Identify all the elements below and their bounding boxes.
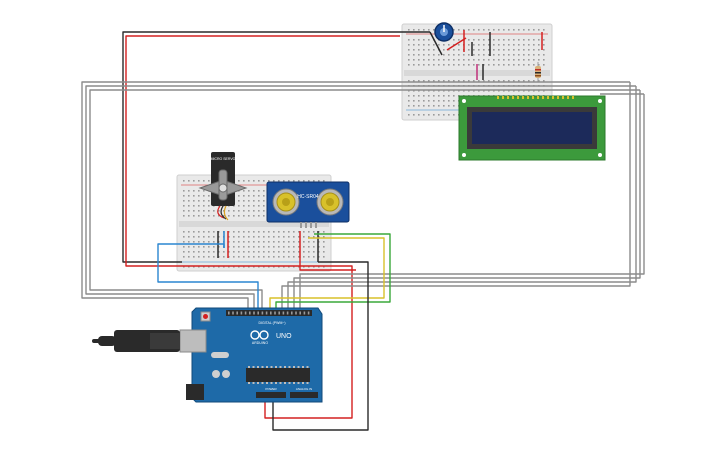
analog-label: ANALOG IN bbox=[296, 387, 312, 391]
power-jack bbox=[186, 384, 204, 400]
usb-connector bbox=[179, 329, 207, 353]
arduino-logo: ARDUINO bbox=[250, 330, 269, 345]
digital-header bbox=[226, 310, 312, 316]
analog-header bbox=[290, 392, 318, 398]
potentiometer[interactable] bbox=[434, 22, 454, 42]
digital-label: DIGITAL (PWM~) bbox=[258, 321, 285, 325]
micro-servo[interactable]: MICRO SERVO bbox=[198, 152, 248, 221]
wires bbox=[81, 31, 645, 431]
ultrasonic-sensor[interactable]: HC-SR04 bbox=[266, 181, 350, 228]
lcd-module[interactable] bbox=[458, 95, 606, 161]
arduino-uno-board[interactable]: DIGITAL (PWM~) ARDUINO UNO POWER ANALOG … bbox=[179, 307, 323, 403]
sensor-pins bbox=[300, 222, 317, 228]
atmega-chip bbox=[246, 368, 310, 382]
power-label: POWER bbox=[265, 387, 277, 391]
servo-label-text: MICRO SERVO bbox=[211, 157, 236, 161]
lcd-screen bbox=[472, 112, 592, 144]
model-text: UNO bbox=[276, 333, 292, 340]
lcd-pin-header bbox=[497, 96, 574, 99]
usb-cable bbox=[92, 330, 180, 352]
sensor-model-text: HC-SR04 bbox=[297, 194, 319, 200]
power-header bbox=[256, 392, 286, 398]
top-breadboard-jumpers bbox=[429, 30, 543, 80]
resistor[interactable] bbox=[535, 62, 541, 82]
svg-text:ARDUINO: ARDUINO bbox=[252, 341, 268, 345]
